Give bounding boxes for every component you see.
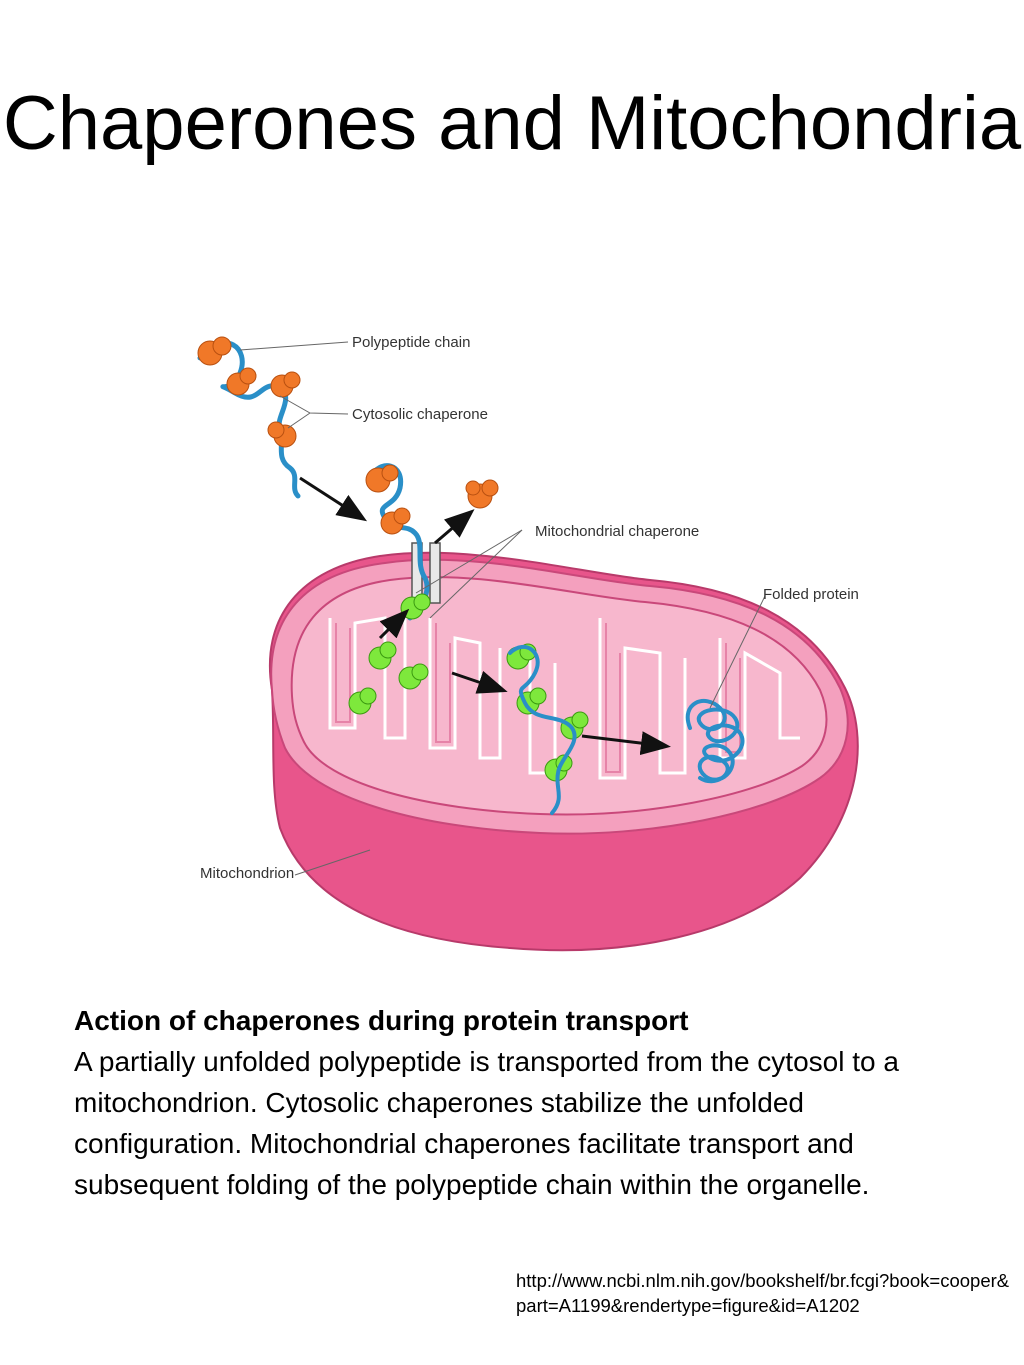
slide-title: Chaperones and Mitochondria xyxy=(2,81,1022,166)
label-mitochondrial-chaperone: Mitochondrial chaperone xyxy=(535,523,699,540)
mitochondria-diagram: Polypeptide chain Cytosolic chaperone Mi… xyxy=(180,318,900,968)
leader-lines xyxy=(239,341,766,876)
figure-caption: Action of chaperones during protein tran… xyxy=(74,1000,974,1205)
label-polypeptide-chain: Polypeptide chain xyxy=(352,334,470,351)
label-cytosolic-chaperone: Cytosolic chaperone xyxy=(352,406,488,423)
caption-body: A partially unfolded polypeptide is tran… xyxy=(74,1046,899,1200)
caption-title: Action of chaperones during protein tran… xyxy=(74,1005,689,1036)
mitochondrion-body xyxy=(268,551,859,952)
source-url: http://www.ncbi.nlm.nih.gov/bookshelf/br… xyxy=(516,1270,1010,1316)
label-folded-protein: Folded protein xyxy=(763,586,859,603)
folded-protein xyxy=(685,698,745,784)
inner-polypeptide xyxy=(508,645,577,815)
cytosolic-chaperones xyxy=(197,336,499,535)
cristae-shadow xyxy=(335,623,741,773)
label-mitochondrion: Mitochondrion xyxy=(200,865,294,882)
process-arrows xyxy=(299,476,671,756)
